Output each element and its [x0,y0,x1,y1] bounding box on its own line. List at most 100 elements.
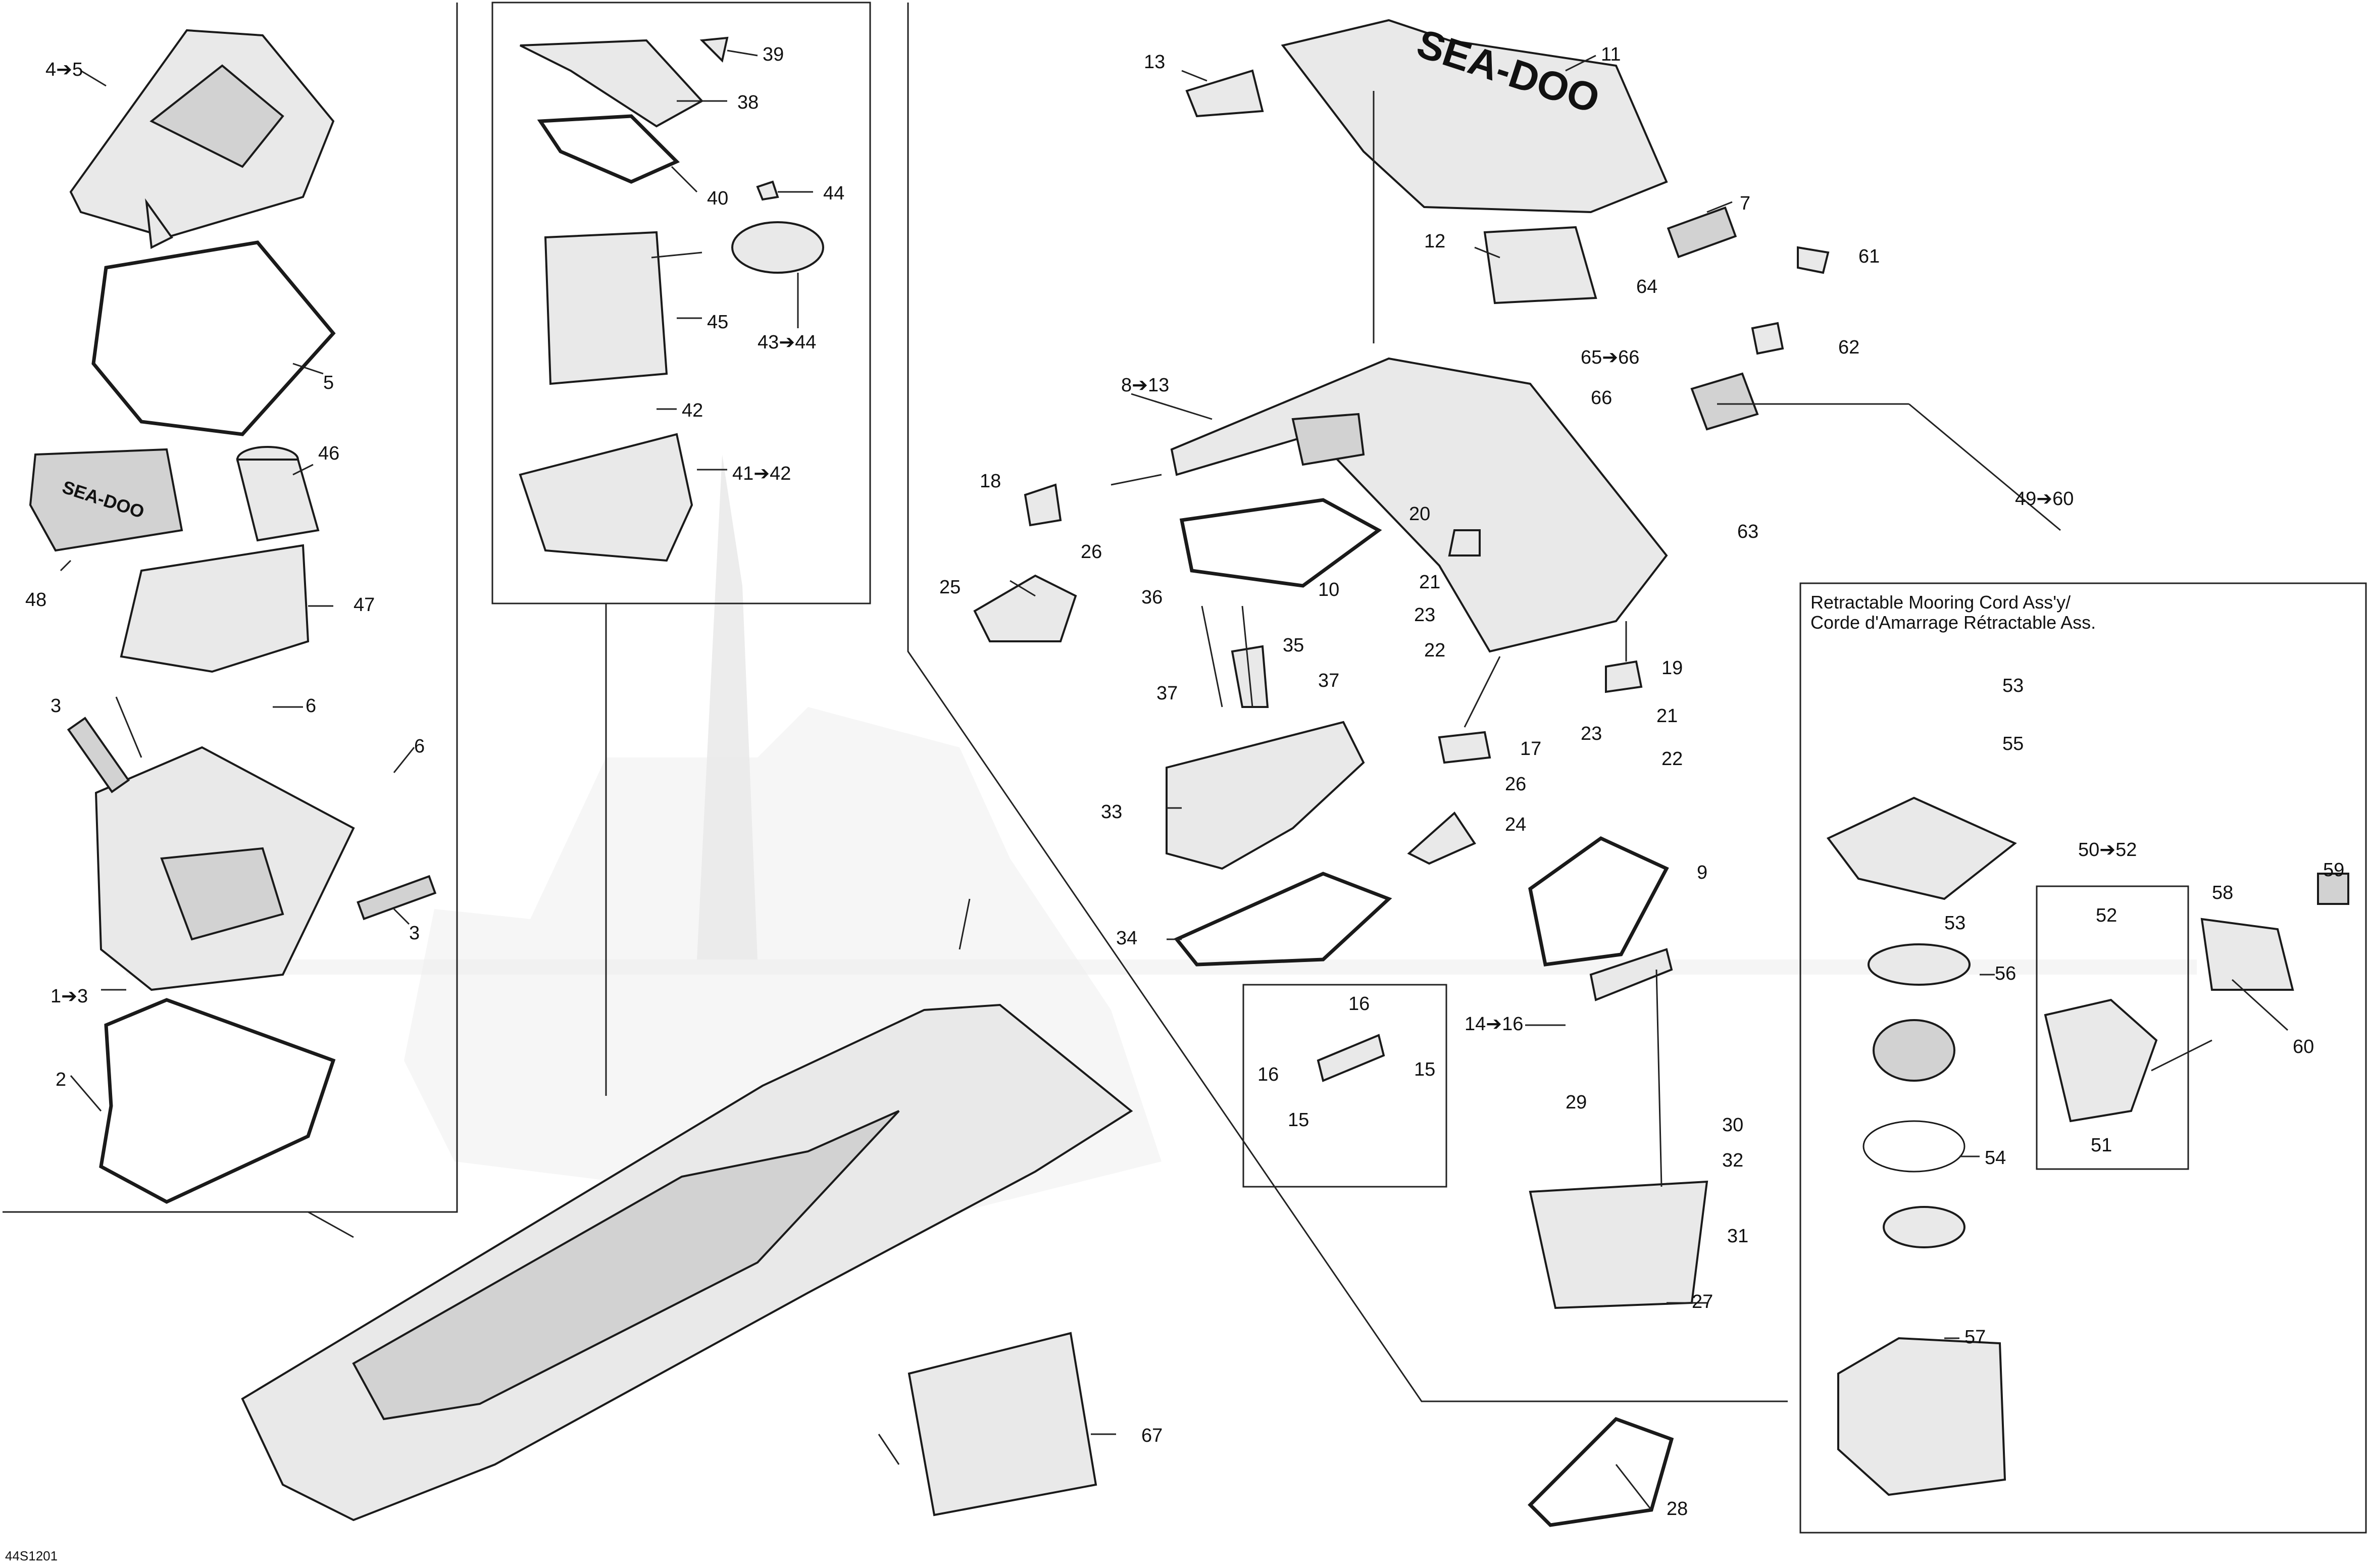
part-lid-43 [731,221,824,274]
callout-18: 18 [980,471,1001,492]
part-bin-27 [1529,1180,1708,1309]
part-seal-34 [1174,872,1392,967]
part-bin-33 [1166,721,1365,870]
part-housing [1837,1337,2006,1496]
callout-6b: 6 [414,736,425,757]
callout-22b: 22 [1661,748,1683,770]
callout-63: 63 [1737,521,1758,542]
part-knob-44 [756,180,779,201]
callout-34: 34 [1116,928,1137,949]
callout-37a: 37 [1156,683,1178,704]
callout-44: 44 [823,183,844,204]
frame-top-middle [491,2,871,604]
callout-35: 35 [1283,635,1304,656]
callout-15a: 15 [1414,1059,1435,1080]
callouts: 4➔5 5 46 48 47 3 6 6 3 1➔3 2 39 38 40 44… [5,44,2344,1563]
part-18 [1024,483,1062,527]
callout-52: 52 [2096,905,2117,926]
part-cylinder-14 [1317,948,1673,1082]
callout-65-66: 65➔66 [1581,347,1639,368]
part-decal-13 [1185,69,1264,118]
part-seal-40 [537,114,680,184]
callout-17: 17 [1520,738,1541,760]
leader-lines [60,49,2289,1510]
callout-48: 48 [25,589,46,611]
inset-50-52-frame [2036,885,2189,1170]
inset-title-line1: Retractable Mooring Cord Ass'y/ [1810,592,2071,613]
callout-37b: 37 [1318,670,1339,691]
callout-26b: 26 [1505,774,1526,795]
callout-9: 9 [1697,862,1707,883]
callout-62: 62 [1838,337,1859,358]
callout-59: 59 [2323,859,2344,881]
part-air-duct-cover [69,29,335,249]
part-guide-50 [2044,998,2158,1123]
callout-55: 55 [2002,733,2024,754]
diagram-code: 44S1201 [5,1548,58,1563]
part-bumper-3b [357,875,437,921]
callout-8-13: 8➔13 [1121,375,1169,396]
callout-60: 60 [2293,1036,2314,1057]
callout-23b: 23 [1581,723,1602,744]
callout-21b: 21 [1656,705,1678,727]
callout-61: 61 [1858,246,1880,267]
callout-4-5: 4➔5 [45,59,83,80]
part-bin-45 [544,231,668,385]
callout-57: 57 [1964,1327,1986,1348]
callout-66: 66 [1591,387,1612,409]
callout-46: 46 [318,443,339,464]
callout-53a: 53 [2002,675,2024,696]
callout-31: 31 [1727,1226,1748,1247]
callout-20: 20 [1409,503,1430,525]
callout-24: 24 [1505,814,1526,835]
callout-6a: 6 [306,695,316,717]
part-spool [1873,1019,1955,1082]
callout-47: 47 [354,594,375,616]
callout-1-3: 1➔3 [51,986,88,1007]
inset-mooring-frame [1799,582,2367,1534]
part-seal-9 [1528,836,1669,967]
callout-64: 64 [1636,276,1657,297]
part-seal-10 [1179,498,1382,588]
callout-25: 25 [939,577,961,598]
inset-title-line2: Corde d'Amarrage Rétractable Ass. [1810,612,2096,633]
frame-right-section [907,3,1788,1402]
frame-left [3,3,458,1213]
part-air-filter-46 [236,446,320,542]
callout-22a: 22 [1424,640,1445,661]
inset-14-16-frame [1242,984,1447,1188]
callout-42: 42 [682,400,703,421]
part-deck-8 [1170,357,1668,653]
part-24 [1407,811,1476,865]
part-54 [1862,1120,1965,1173]
callout-51: 51 [2091,1135,2112,1156]
callout-49-60: 49➔60 [2015,488,2074,510]
part-7 [1667,206,1737,259]
callout-21a: 21 [1419,572,1440,593]
callout-39: 39 [763,44,784,65]
part-seal-5 [91,240,336,436]
callout-19: 19 [1661,657,1683,679]
callout-26a: 26 [1081,541,1102,563]
part-20 [1448,529,1481,557]
part-hull [241,1003,1133,1522]
part-storage-bin-1 [94,746,355,991]
callout-67: 67 [1141,1425,1163,1446]
callout-23a: 23 [1414,604,1435,626]
callout-43-44: 43➔44 [758,332,816,353]
part-seadoo-cover-48: SEA-DOO [29,448,183,552]
part-58 [2200,918,2294,991]
callout-32: 32 [1722,1150,1743,1171]
part-filter-47 [120,544,310,673]
callout-50-52: 50➔52 [2078,839,2137,861]
callout-2: 2 [56,1069,66,1090]
part-59 [2317,873,2349,905]
callout-56: 56 [1995,963,2016,984]
callout-11: 11 [1601,44,1621,65]
part-latch-39 [699,36,729,63]
part-mooring-plate [1826,796,2017,900]
callout-13: 13 [1144,52,1165,73]
part-17 [1438,731,1491,764]
callout-15b: 15 [1288,1109,1309,1131]
callout-30: 30 [1722,1115,1743,1136]
